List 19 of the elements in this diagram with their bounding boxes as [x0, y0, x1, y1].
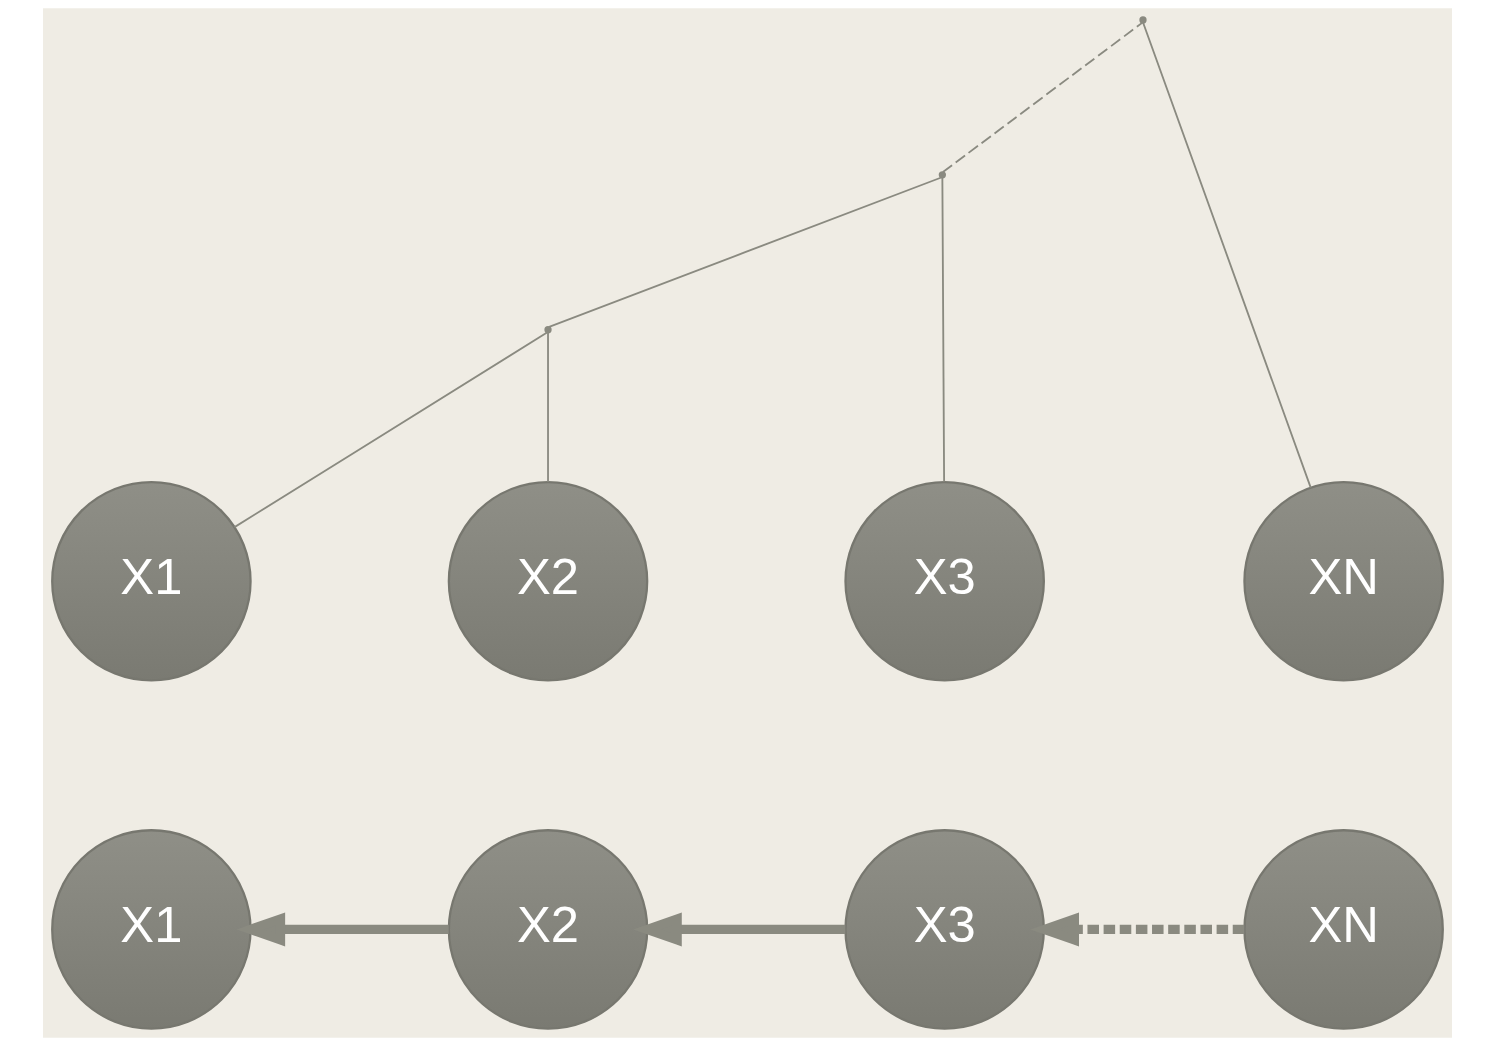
node-circle: XN [1242, 480, 1444, 682]
node-circle: XN [1242, 829, 1444, 1030]
arrow [236, 912, 449, 947]
node-point [543, 326, 552, 334]
node-circle: X3 [843, 480, 1045, 682]
connector [940, 176, 945, 483]
node-circle: X1 [50, 480, 252, 682]
connector [546, 331, 549, 483]
connector [233, 331, 548, 529]
node-point [1138, 16, 1147, 24]
node-circle: X1 [50, 829, 252, 1030]
arrow [632, 912, 845, 947]
node-point [938, 171, 946, 179]
connector [547, 176, 942, 328]
connector [941, 21, 1143, 173]
node-circle: X2 [447, 829, 648, 1030]
node-circle: X2 [447, 480, 648, 682]
connector [1141, 21, 1312, 489]
node-circle: X3 [843, 829, 1045, 1030]
